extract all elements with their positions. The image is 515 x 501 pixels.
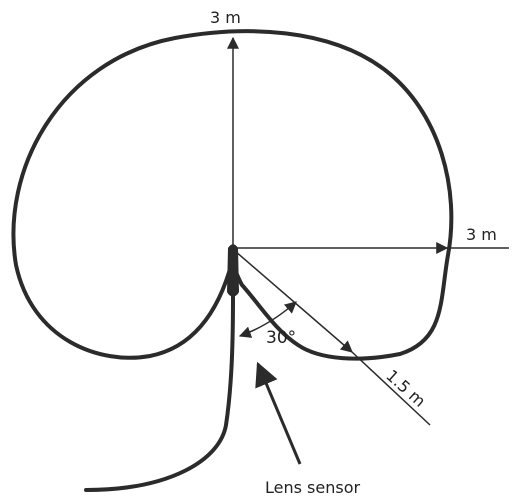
side-range-label: 3 m bbox=[466, 225, 497, 244]
top-range-label: 3 m bbox=[210, 8, 241, 27]
lens-sensor-label: Lens sensor bbox=[265, 478, 360, 497]
detection-pattern-outline bbox=[11, 29, 454, 361]
diagonal-extension-line bbox=[351, 351, 431, 426]
angle-arc bbox=[238, 301, 297, 338]
lens-sensor-pointer-arrow bbox=[255, 361, 302, 465]
diagonal-range-label: 1.5 m bbox=[382, 366, 429, 411]
angle-label: 30° bbox=[266, 328, 296, 348]
lens-sensor-body bbox=[227, 244, 239, 297]
sensor-cable bbox=[84, 294, 235, 492]
